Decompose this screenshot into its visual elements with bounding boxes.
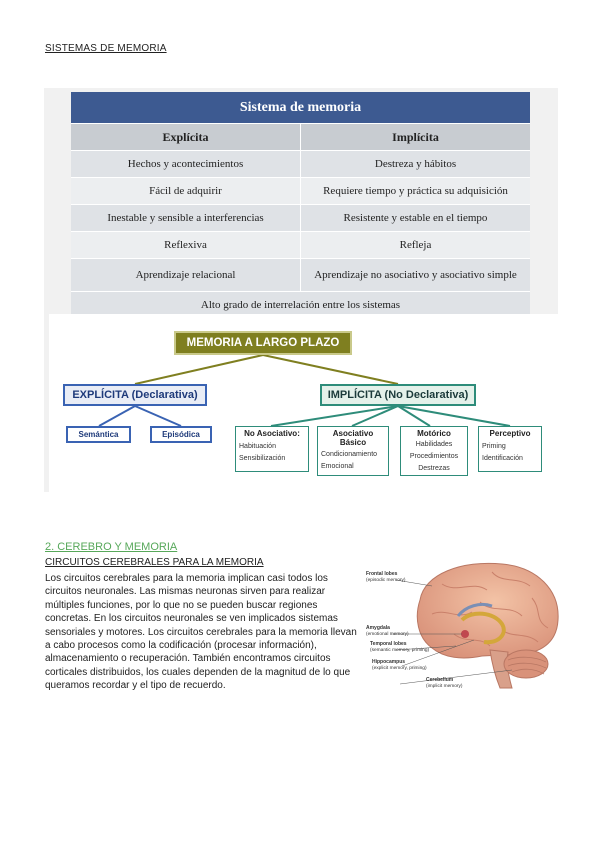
node-items: Priming Identificación [482, 441, 538, 465]
table-row: Reflexiva Refleja [71, 231, 530, 259]
section-heading: 2. CEREBRO Y MEMORIA [45, 541, 178, 553]
table-cell: Inestable y sensible a interferencias [71, 204, 301, 232]
connector-implicit-3 [397, 405, 431, 427]
label-sub: (semantic memory, priming) [370, 647, 430, 653]
memory-system-table: Sistema de memoria Explícita Implícita H… [71, 92, 530, 319]
label-sub: (explicit memory, priming) [372, 665, 427, 671]
table-cell: Refleja [300, 231, 530, 259]
label-sub: (implicit memory) [426, 683, 463, 689]
connector-implicit-4 [397, 405, 511, 427]
label-sub: (emotional memory) [366, 631, 409, 637]
node-item: Priming [482, 443, 506, 450]
connector-root-implicit [262, 354, 399, 385]
leader-lines [392, 579, 513, 685]
connector-explicit-episodic [134, 405, 182, 427]
label-frontal-lobes: Frontal lobes (episodic memory) [366, 571, 406, 583]
node-items: Condicionamiento Emocional [321, 449, 385, 473]
node-item: Procedimientos [409, 453, 459, 460]
table-row: Fácil de adquirir Requiere tiempo y prác… [71, 177, 530, 205]
connector-implicit-2 [351, 405, 399, 427]
table-cell: Reflexiva [71, 231, 301, 259]
table-row: Inestable y sensible a interferencias Re… [71, 204, 530, 232]
brain-drawing [392, 562, 559, 689]
node-item: Sensibilización [239, 455, 286, 462]
node-item: Habilidades [415, 441, 453, 448]
label-title: Hippocampus [372, 659, 406, 665]
label-title: Temporal lobes [370, 641, 407, 647]
connector-implicit-1 [270, 405, 399, 427]
diagram-implicit-node: IMPLÍCITA (No Declarativa) [320, 384, 476, 406]
section-subheading: CIRCUITOS CEREBRALES PARA LA MEMORIA [45, 557, 264, 568]
node-title: Asociativo Básico [332, 429, 374, 447]
cerebellum-shape [503, 649, 549, 679]
table-cell: Fácil de adquirir [71, 177, 301, 205]
node-title: Motórico [417, 429, 451, 438]
label-title: Frontal lobes [366, 571, 398, 577]
connector-explicit-semantic [98, 405, 136, 427]
table-cell: Destreza y hábitos [300, 150, 530, 178]
diagram-root-node: MEMORIA A LARGO PLAZO [174, 331, 352, 355]
diagram-node-non-associative: No Asociativo: Habituación Sensibilizaci… [235, 426, 309, 472]
connector-root-explicit [134, 354, 264, 385]
limbic-shape [456, 602, 493, 617]
table-header-explicit: Explícita [71, 123, 301, 151]
table-cell: Requiere tiempo y práctica su adquisició… [300, 177, 530, 205]
node-item: Condicionamiento [321, 451, 378, 458]
table-cell: Resistente y estable en el tiempo [300, 204, 530, 232]
label-amygdala: Amygdala (emotional memory) [366, 625, 409, 637]
memory-system-table-figure: Sistema de memoria Explícita Implícita H… [44, 88, 558, 319]
table-cell: Aprendizaje no asociativo y asociativo s… [300, 258, 530, 292]
label-title: Cerebellum [426, 677, 454, 683]
diagram-node-motor: Motórico Habilidades Procedimientos Dest… [400, 426, 468, 476]
table-cell: Hechos y acontecimientos [71, 150, 301, 178]
label-sub: (episodic memory) [366, 577, 406, 583]
amygdala-shape [461, 630, 469, 638]
document-title: SISTEMAS DE MEMORIA [45, 43, 167, 54]
node-item: Emocional [321, 463, 354, 470]
node-title: Perceptivo [489, 429, 531, 438]
table-header-implicit: Implícita [300, 123, 530, 151]
hippocampus-shape [460, 611, 506, 645]
long-term-memory-diagram: MEMORIA A LARGO PLAZO EXPLÍCITA (Declara… [44, 314, 558, 492]
diagram-node-semantic: Semántica [66, 426, 131, 443]
section-body: Los circuitos cerebrales para la memoria… [45, 573, 357, 692]
node-item: Identificación [482, 455, 523, 462]
label-hippocampus: Hippocampus (explicit memory, priming) [372, 659, 427, 671]
table-row: Aprendizaje relacional Aprendizaje no as… [71, 258, 530, 292]
brain-illustration: Frontal lobes (episodic memory) Amygdala… [362, 554, 567, 694]
diagram-node-perceptive: Perceptivo Priming Identificación [478, 426, 542, 472]
table-title: Sistema de memoria [71, 92, 530, 124]
figure-edge [44, 314, 49, 492]
table-row: Hechos y acontecimientos Destreza y hábi… [71, 150, 530, 178]
node-items: Habituación Sensibilización [239, 441, 305, 465]
node-item: Habituación [239, 443, 276, 450]
label-cerebellum: Cerebellum (implicit memory) [426, 677, 463, 689]
table-cell: Aprendizaje relacional [71, 258, 301, 292]
node-title: No Asociativo: [244, 429, 300, 438]
diagram-explicit-node: EXPLÍCITA (Declarativa) [63, 384, 207, 406]
diagram-connectors [98, 354, 511, 427]
label-title: Amygdala [366, 625, 390, 631]
label-temporal-lobes: Temporal lobes (semantic memory, priming… [370, 641, 430, 653]
diagram-node-associative: Asociativo Básico Condicionamiento Emoci… [317, 426, 389, 476]
node-items: Habilidades Procedimientos Destrezas [404, 439, 464, 475]
cerebellum-lines [507, 656, 547, 675]
node-item: Destrezas [418, 465, 450, 472]
diagram-node-episodic: Episódica [150, 426, 212, 443]
